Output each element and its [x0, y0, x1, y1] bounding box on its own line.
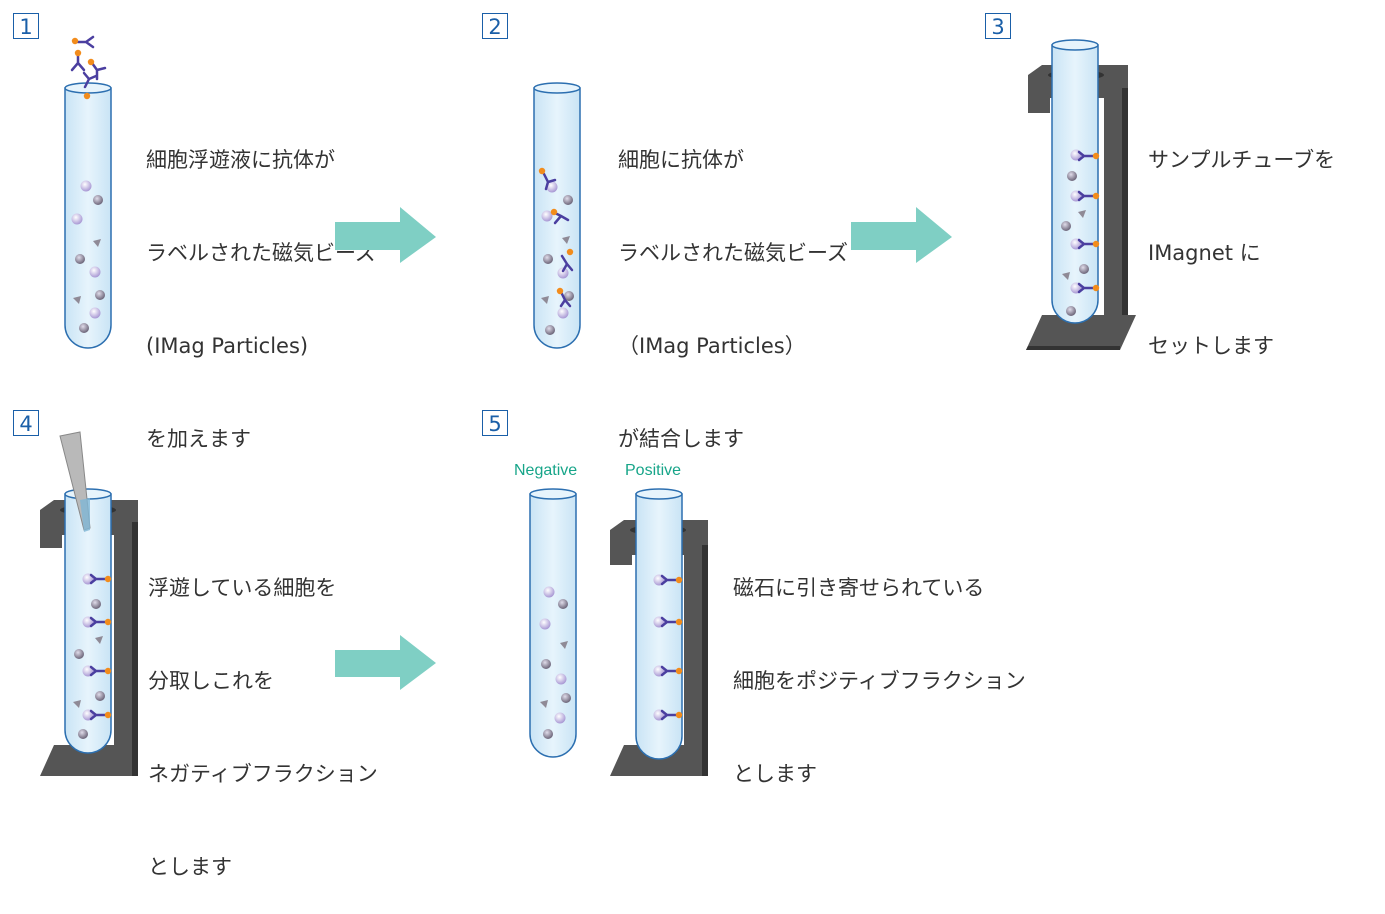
step-3-caption-line: IMagnet に — [1148, 241, 1261, 265]
step-2-cells — [541, 181, 574, 335]
step-5-number: 5 — [482, 410, 508, 436]
step-5-caption: 磁石に引き寄せられている 細胞をポジティブフラクション とします — [733, 511, 1026, 821]
arrow-2 — [851, 207, 952, 263]
step-2-tube — [533, 82, 581, 349]
step-2-caption: 細胞に抗体が ラベルされた磁気ビーズ （IMag Particles） が結合し… — [618, 83, 848, 486]
negative-label: Negative — [514, 462, 578, 479]
step-1-tube — [64, 82, 112, 349]
positive-label: Positive — [625, 462, 682, 479]
step-3-tube — [1051, 39, 1099, 324]
negative-tube — [529, 488, 577, 758]
step-3-number: 3 — [985, 13, 1011, 39]
step-3-caption-line: サンプルチューブを — [1148, 148, 1336, 172]
step-3-antibodies — [1077, 150, 1095, 294]
step-4-caption-line: 分取しこれを — [148, 669, 274, 693]
step-1-caption-line: (IMag Particles) — [146, 334, 309, 358]
step-4-beads — [104, 575, 112, 719]
step-1-caption: 細胞浮遊液に抗体が ラベルされた磁気ビーズ (IMag Particles) を… — [146, 83, 376, 486]
positive-beads — [675, 576, 683, 719]
step-3-beads — [1092, 152, 1100, 292]
step-2-number: 2 — [482, 13, 508, 39]
step-3-caption: サンプルチューブを IMagnet に セットします — [1148, 83, 1335, 393]
step-4-number: 4 — [13, 410, 39, 436]
step-1-number: 1 — [13, 13, 39, 39]
step-2-caption-line: （IMag Particles） — [618, 334, 806, 358]
step-2-beads — [538, 167, 574, 295]
step-2-caption-line: 細胞に抗体が — [618, 148, 744, 172]
step-1-cells — [71, 180, 105, 333]
step-3-caption-line: セットします — [1148, 334, 1274, 358]
step-1-caption-line: を加えます — [146, 427, 251, 451]
step-1-beads — [71, 37, 95, 100]
step-2-antibodies — [542, 172, 574, 308]
arrow-1 — [335, 207, 436, 263]
arrow-3 — [335, 635, 436, 690]
step-5-caption-line: 磁石に引き寄せられている — [733, 576, 985, 600]
step-1-caption-line: 細胞浮遊液に抗体が — [146, 148, 335, 172]
step-2-caption-line: ラベルされた磁気ビーズ — [618, 241, 848, 265]
step-4-caption-line: とします — [148, 855, 232, 879]
step-2-caption-line: が結合します — [618, 427, 744, 451]
positive-antibodies — [660, 574, 678, 721]
procedure-diagram — [40, 35, 1136, 776]
negative-cells — [539, 586, 571, 739]
step-5-caption-line: 細胞をポジティブフラクション — [733, 669, 1026, 693]
step-4-caption-line: 浮遊している細胞を — [148, 576, 337, 600]
pipette-icon — [59, 431, 91, 532]
step-4-antibodies — [89, 573, 107, 721]
